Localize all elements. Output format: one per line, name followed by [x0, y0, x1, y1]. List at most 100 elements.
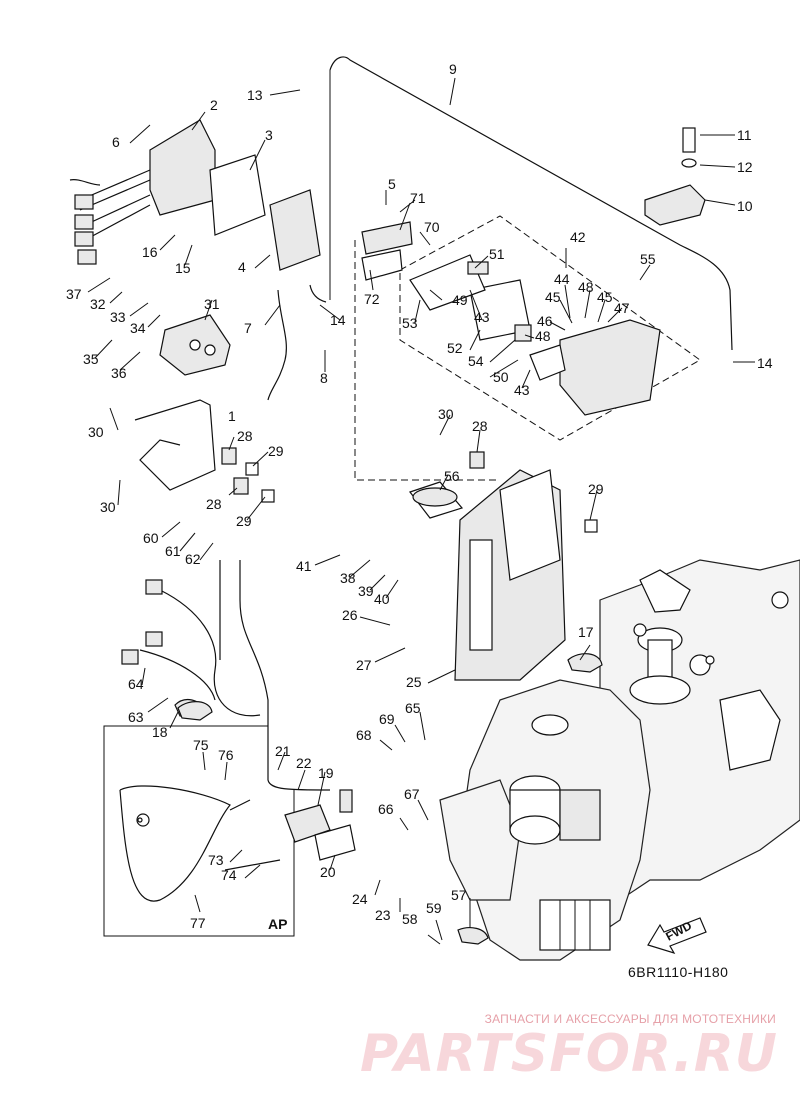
hose-9-drawing: [329, 56, 733, 351]
callout-51: 51: [489, 246, 505, 262]
callout-53: 53: [402, 315, 418, 331]
ap-label: AP: [268, 916, 288, 932]
callout-28a: 28: [237, 428, 253, 444]
callout-41: 41: [296, 558, 312, 574]
callout-69: 69: [379, 711, 395, 727]
callout-63: 63: [128, 709, 144, 725]
callout-61: 61: [165, 543, 181, 559]
callout-60: 60: [143, 530, 159, 546]
callout-24: 24: [352, 891, 368, 907]
callout-42: 42: [570, 229, 586, 245]
grommet-56-drawing: [412, 487, 458, 507]
callout-35: 35: [83, 351, 99, 367]
callout-31: 31: [204, 296, 220, 312]
callout-50: 50: [493, 369, 509, 385]
callout-10: 10: [737, 198, 753, 214]
callout-57: 57: [451, 887, 467, 903]
callout-73: 73: [208, 852, 224, 868]
callout-43a: 43: [474, 309, 490, 325]
callout-47: 47: [614, 300, 630, 316]
callout-22: 22: [296, 755, 312, 771]
callout-6: 6: [112, 134, 120, 150]
callout-23: 23: [375, 907, 391, 923]
callout-4: 4: [238, 259, 246, 275]
callout-76: 76: [218, 747, 234, 763]
leader-lines: [87, 77, 755, 945]
callout-66: 66: [378, 801, 394, 817]
callout-32: 32: [90, 296, 106, 312]
callout-72: 72: [364, 291, 380, 307]
callout-29b: 29: [588, 481, 604, 497]
callout-25: 25: [406, 674, 422, 690]
callout-11: 11: [737, 127, 752, 143]
plate-assembly-drawing: [69, 119, 321, 271]
callout-9: 9: [449, 61, 457, 77]
callout-13: 13: [247, 87, 263, 103]
callout-12: 12: [737, 159, 753, 175]
clip-18-drawing: [177, 701, 213, 721]
callout-67: 67: [404, 786, 420, 802]
callout-16: 16: [142, 244, 158, 260]
callout-17: 17: [578, 624, 594, 640]
callout-27: 27: [356, 657, 372, 673]
bracket-31-drawing: [159, 314, 231, 376]
callout-7: 7: [244, 320, 252, 336]
watermark-tagline: ЗАПЧАСТИ И АКСЕССУАРЫ ДЛЯ МОТОТЕХНИКИ: [484, 1012, 776, 1026]
callout-3: 3: [265, 127, 273, 143]
callout-39: 39: [358, 583, 374, 599]
callout-30c: 30: [100, 499, 116, 515]
bushings-drawing: [221, 447, 598, 533]
callout-29c: 29: [236, 513, 252, 529]
callout-14b: 14: [757, 355, 773, 371]
ap-cables-drawing: [119, 785, 281, 902]
callout-45a: 45: [545, 289, 561, 305]
relay-bracket-drawing: [284, 789, 356, 861]
hose-7-drawing: [267, 289, 287, 401]
callout-58: 58: [402, 911, 418, 927]
callout-37: 37: [66, 286, 82, 302]
callout-68: 68: [356, 727, 372, 743]
fwd-arrow: [647, 917, 707, 955]
callout-34: 34: [130, 320, 146, 336]
callout-28b: 28: [472, 418, 488, 434]
callout-70: 70: [424, 219, 440, 235]
callout-75: 75: [193, 737, 209, 753]
clip-17-drawing: [567, 653, 603, 673]
callout-36: 36: [111, 365, 127, 381]
callout-77: 77: [190, 915, 206, 931]
callout-19: 19: [318, 765, 334, 781]
callout-28c: 28: [206, 496, 222, 512]
callout-45b: 45: [597, 289, 613, 305]
callout-29a: 29: [268, 443, 284, 459]
callout-33: 33: [110, 309, 126, 325]
callout-30a: 30: [88, 424, 104, 440]
callout-38: 38: [340, 570, 356, 586]
callout-30b: 30: [438, 406, 454, 422]
part-callouts: 1 2 3 4 5 6 7 8 9 10 11 12 13 14 14 15 1…: [66, 61, 773, 931]
callout-54: 54: [468, 353, 484, 369]
callout-56: 56: [444, 468, 460, 484]
callout-62: 62: [185, 551, 201, 567]
callout-49: 49: [452, 292, 468, 308]
callout-8: 8: [320, 370, 328, 386]
callout-44: 44: [554, 271, 570, 287]
callout-46: 46: [537, 313, 553, 329]
bracket-10-drawing: [644, 184, 706, 226]
callout-18: 18: [152, 724, 168, 740]
callout-20: 20: [320, 864, 336, 880]
module-42-drawing: [361, 221, 661, 416]
ecu-box-25-drawing: [409, 469, 566, 681]
callout-71: 71: [410, 190, 426, 206]
callout-26: 26: [342, 607, 358, 623]
callout-14a: 14: [330, 312, 346, 328]
callout-43b: 43: [514, 382, 530, 398]
callout-48b: 48: [535, 328, 551, 344]
bracket-1-drawing: [134, 399, 216, 491]
engine-block-drawing: [439, 559, 800, 961]
callout-55: 55: [640, 251, 656, 267]
callout-52: 52: [447, 340, 463, 356]
callout-21: 21: [275, 743, 291, 759]
callout-74: 74: [221, 867, 237, 883]
catalog-code: 6BR1110-H180: [628, 964, 729, 980]
